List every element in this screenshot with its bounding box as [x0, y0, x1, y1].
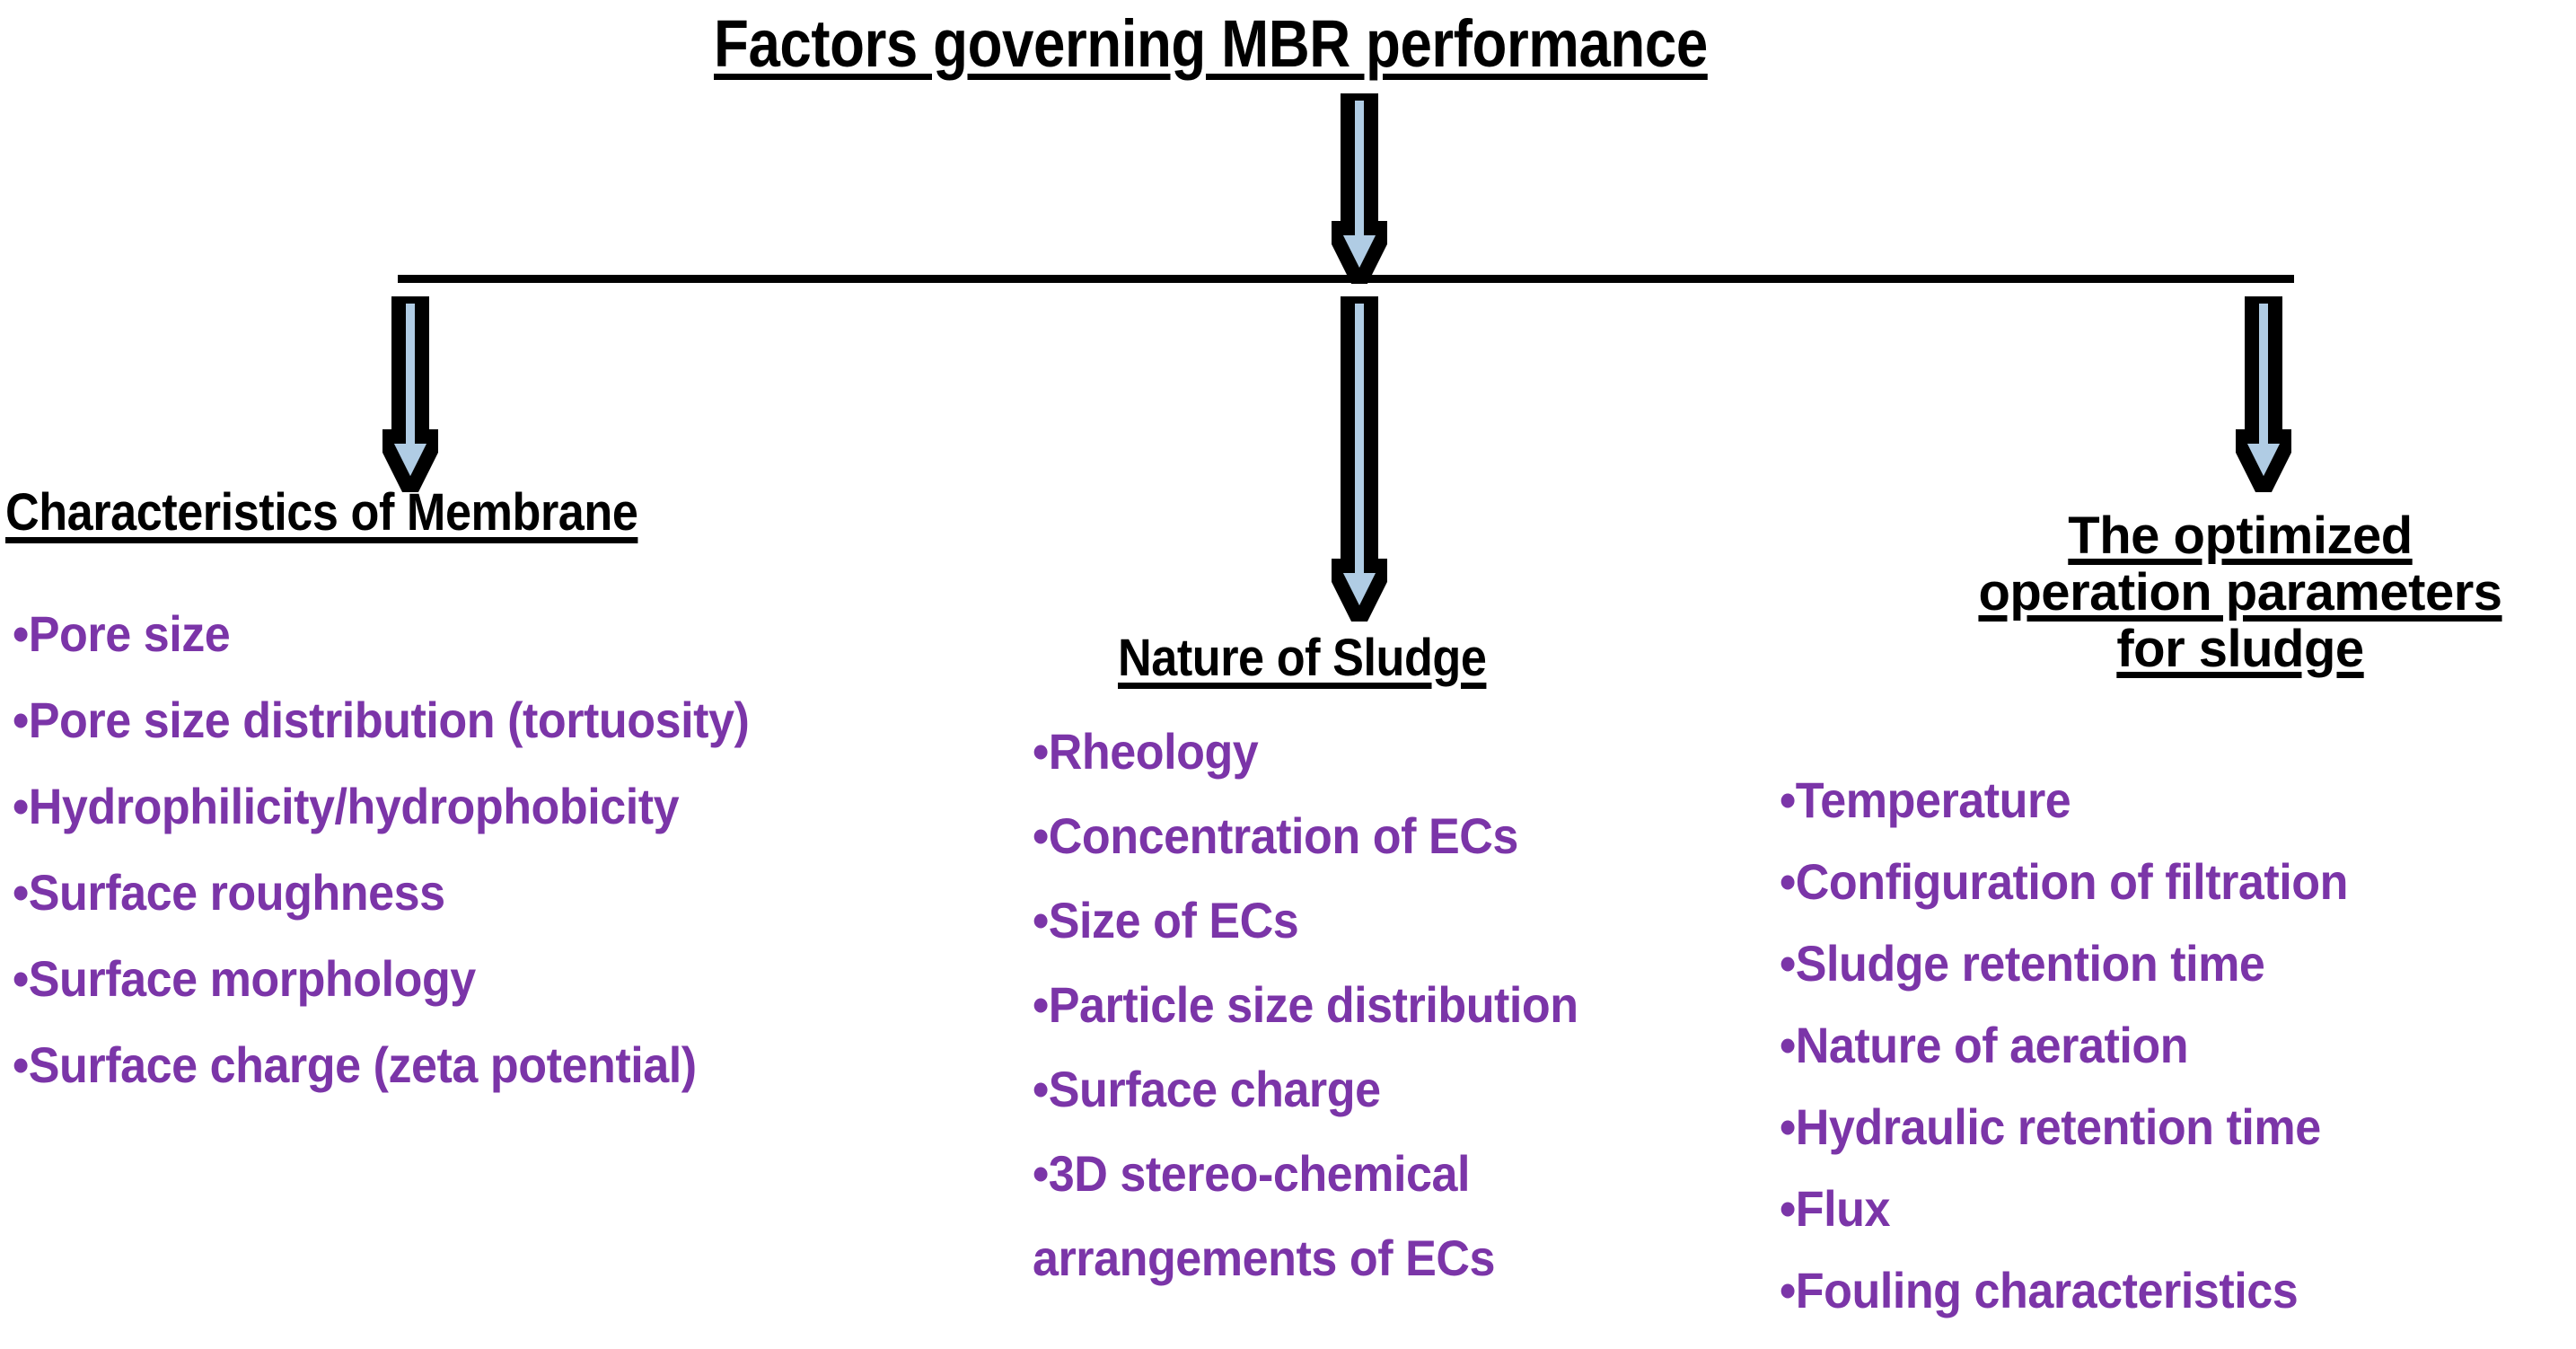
column-heading-membrane: Characteristics of Membrane — [5, 483, 638, 542]
column-heading-operation-line-2: operation parameters — [1978, 563, 2502, 622]
list-item: •Configuration of filtration — [1780, 841, 2348, 922]
list-item: •Surface charge — [1033, 1047, 1578, 1132]
list-item-label: Concentration of ECs — [1048, 807, 1519, 864]
list-item-label: Surface charge (zeta potential) — [28, 1036, 697, 1093]
list-item-label: 3D stereo-chemical — [1048, 1145, 1471, 1202]
list-item: •Hydraulic retention time — [1780, 1086, 2348, 1168]
list-item-label: Pore size — [28, 605, 231, 662]
bullet-icon: • — [13, 605, 29, 662]
list-item-label: Hydraulic retention time — [1795, 1098, 2321, 1155]
column-heading-sludge: Nature of Sludge — [1118, 629, 1487, 687]
bullet-icon: • — [1033, 1061, 1049, 1117]
list-item: •Pore size distribution (tortuosity) — [13, 677, 750, 763]
page-title: Factors governing MBR performance — [714, 6, 1708, 81]
bullet-icon: • — [1780, 1180, 1796, 1237]
list-item-label: Sludge retention time — [1795, 935, 2265, 992]
membrane-bullet-list: •Pore size •Pore size distribution (tort… — [13, 591, 804, 1108]
bullet-icon: • — [13, 1036, 29, 1093]
list-item: •Temperature — [1780, 759, 2348, 841]
list-item: •Pore size — [13, 591, 749, 677]
bullet-icon: • — [1780, 1017, 1796, 1073]
bullet-icon: • — [1780, 771, 1796, 828]
list-item-label: Size of ECs — [1048, 892, 1299, 948]
bullet-icon: • — [13, 692, 29, 748]
list-item-label: Nature of aeration — [1795, 1017, 2189, 1073]
bullet-icon: • — [1780, 935, 1796, 992]
list-item-label: Flux — [1795, 1180, 1891, 1237]
list-item-label: arrangements of ECs — [1033, 1230, 1496, 1286]
list-item-label: Rheology — [1048, 723, 1259, 780]
arrow-to-operation-column — [2236, 296, 2291, 492]
bullet-icon: • — [13, 864, 29, 921]
list-item: •Hydrophilicity/hydrophobicity — [13, 763, 749, 850]
list-item: •3D stereo-chemical — [1033, 1132, 1578, 1216]
bullet-icon: • — [1033, 892, 1049, 948]
list-item: •Concentration of ECs — [1033, 794, 1578, 878]
bullet-icon: • — [13, 778, 29, 834]
column-heading-operation-line-1: The optimized — [2068, 507, 2413, 565]
list-item: •Flux — [1780, 1168, 2348, 1249]
bullet-icon: • — [1033, 1145, 1049, 1202]
list-item-continuation: arrangements of ECs — [1033, 1216, 1578, 1301]
list-item: •Surface roughness — [13, 850, 749, 936]
list-item: •Particle size distribution — [1033, 963, 1578, 1047]
operation-bullet-list: •Temperature •Configuration of filtratio… — [1780, 759, 2391, 1331]
list-item-label: Configuration of filtration — [1795, 853, 2349, 910]
arrow-to-membrane-column — [382, 296, 438, 492]
bullet-icon: • — [1780, 1262, 1796, 1318]
list-item-label: Surface charge — [1048, 1061, 1381, 1117]
bullet-icon: • — [1033, 807, 1049, 864]
list-item-label: Particle size distribution — [1048, 976, 1578, 1033]
sludge-bullet-list: •Rheology •Concentration of ECs •Size of… — [1033, 710, 1619, 1301]
list-item: •Sludge retention time — [1780, 922, 2348, 1004]
list-item: •Surface charge (zeta potential) — [13, 1022, 749, 1108]
bullet-icon: • — [1780, 1098, 1796, 1155]
bullet-icon: • — [13, 950, 29, 1007]
list-item: •Surface morphology — [13, 936, 749, 1022]
list-item-label: Temperature — [1795, 771, 2071, 828]
list-item-label: Hydrophilicity/hydrophobicity — [28, 778, 680, 834]
list-item: •Size of ECs — [1033, 878, 1578, 963]
column-heading-operation: The optimized operation parameters for s… — [1962, 507, 2519, 677]
list-item: •Rheology — [1033, 710, 1578, 794]
list-item-label: Surface roughness — [28, 864, 445, 921]
bullet-icon: • — [1780, 853, 1796, 910]
arrow-title-to-connector — [1332, 93, 1387, 284]
list-item: •Nature of aeration — [1780, 1004, 2348, 1086]
column-heading-operation-line-3: for sludge — [2116, 620, 2364, 678]
arrow-to-sludge-column — [1332, 296, 1387, 622]
list-item-label: Pore size distribution (tortuosity) — [28, 692, 750, 748]
horizontal-connector-line — [398, 275, 2294, 283]
list-item-label: Fouling characteristics — [1795, 1262, 2299, 1318]
list-item-label: Surface morphology — [28, 950, 477, 1007]
bullet-icon: • — [1033, 976, 1049, 1033]
bullet-icon: • — [1033, 723, 1049, 780]
list-item: •Fouling characteristics — [1780, 1249, 2348, 1331]
